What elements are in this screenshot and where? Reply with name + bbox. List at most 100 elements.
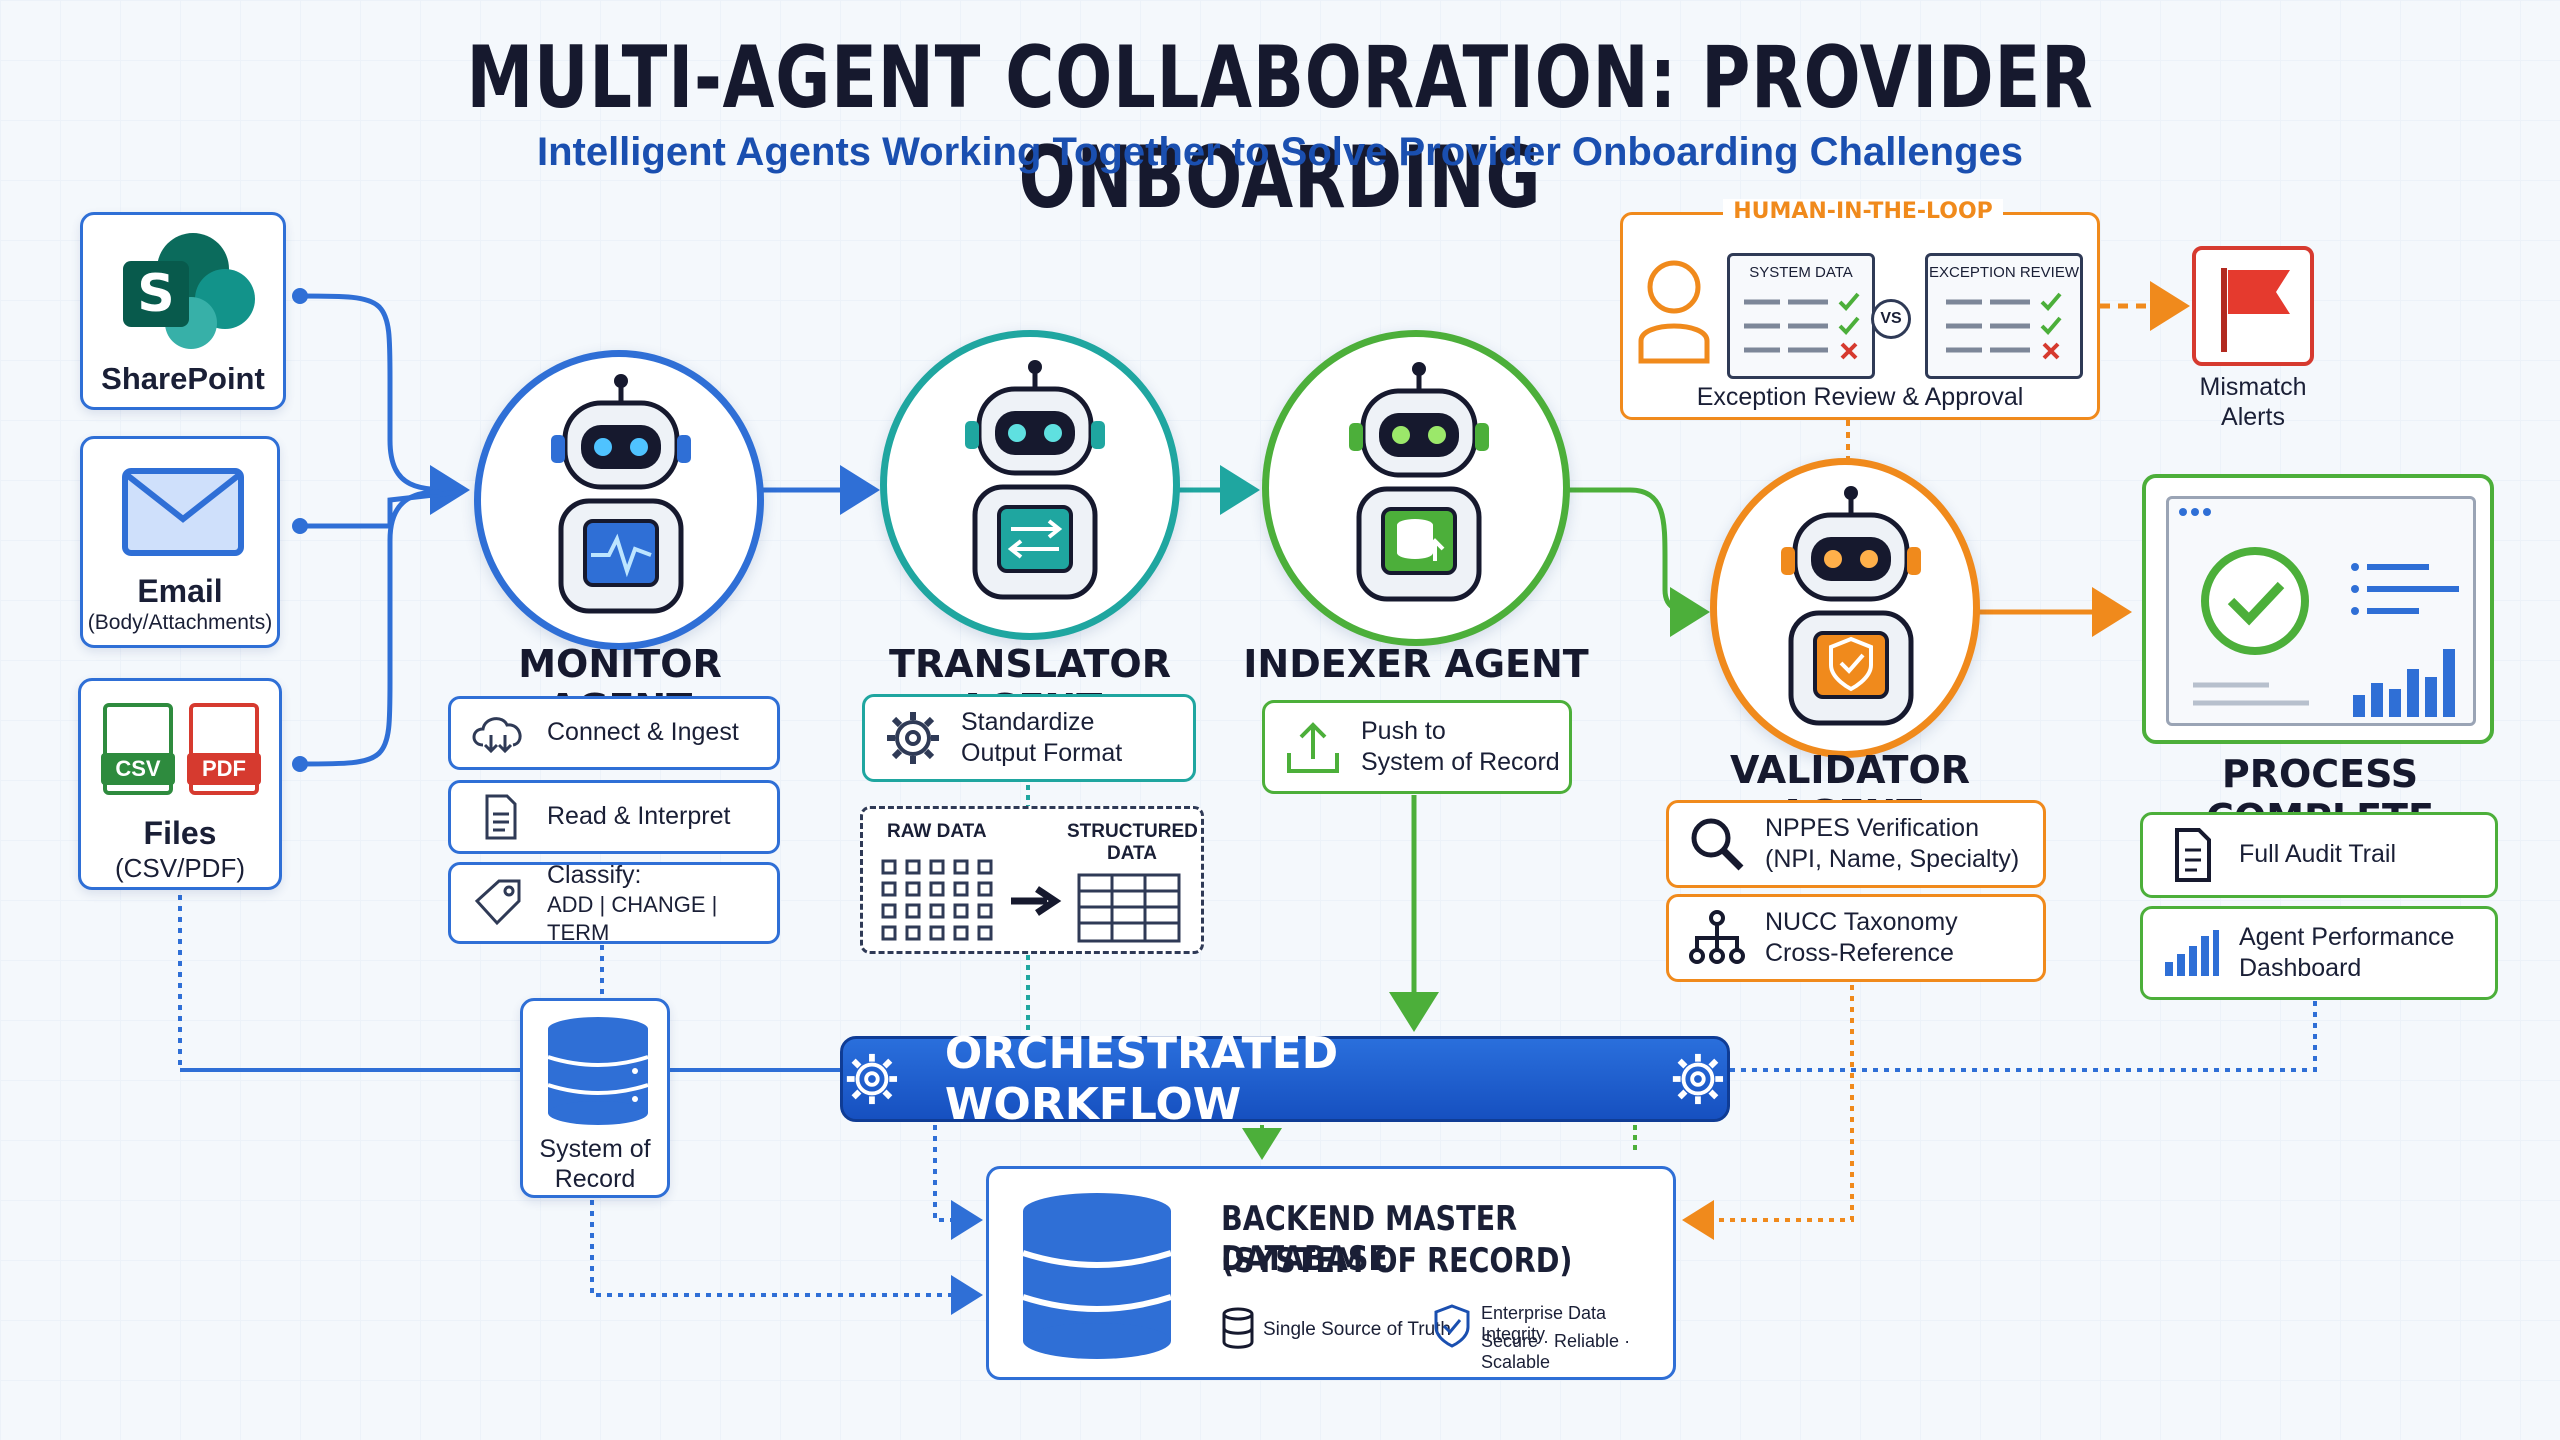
indexer-step-push: Push to System of Record xyxy=(1262,700,1572,794)
feature-integrity: Enterprise Data Integrity xyxy=(1481,1303,1607,1344)
step-sublabel: Cross-Reference xyxy=(1765,939,1954,967)
checklist-icon xyxy=(1744,292,1860,360)
mismatch-alerts-label: Mismatch Alerts xyxy=(2160,372,2346,432)
list-lines-icon xyxy=(2193,682,2309,706)
database-icon xyxy=(1022,1193,1172,1359)
document-icon xyxy=(469,794,529,840)
document-icon xyxy=(2161,828,2221,882)
step-sublabel: Dashboard xyxy=(2239,954,2362,982)
robot-indexer-icon xyxy=(1349,362,1489,602)
source-sublabel: (CSV/PDF) xyxy=(115,853,245,883)
step-sublabel: (NPI, Name, Specialty) xyxy=(1765,845,2020,873)
checklist-icon xyxy=(1946,292,2062,360)
alerts-line-2: Alerts xyxy=(2221,403,2285,431)
monitor-step-read: Read & Interpret xyxy=(448,780,780,854)
step-sublabel: Output Format xyxy=(961,739,1123,767)
sor-label-2: Record xyxy=(554,1165,636,1193)
backend-subtitle: (SYSTEM OF RECORD) xyxy=(1221,1241,1573,1281)
human-in-the-loop-panel: HUMAN-IN-THE-LOOP SYSTEM DATA VS EXCEPTI… xyxy=(1620,199,2100,420)
indexer-agent-title: INDEXER AGENT xyxy=(1243,642,1589,686)
source-files: CSV PDF Files (CSV/PDF) xyxy=(78,678,282,890)
robot-validator-icon xyxy=(1781,486,1921,726)
hierarchy-icon xyxy=(1687,908,1747,968)
svg-text:S: S xyxy=(137,264,174,324)
validator-step-nppes: NPPES Verification (NPI, Name, Specialty) xyxy=(1666,800,2046,888)
source-sublabel: (Body/Attachments) xyxy=(87,611,273,634)
database-icon xyxy=(547,1017,649,1125)
step-label: Classify: xyxy=(547,860,642,889)
gear-icon xyxy=(846,1053,898,1105)
bar-chart-icon xyxy=(2353,649,2455,717)
source-email: Email (Body/Attachments) xyxy=(80,436,280,648)
source-label: SharePoint xyxy=(101,361,265,396)
csv-file-icon: CSV xyxy=(101,703,175,795)
vs-badge: VS xyxy=(1871,299,1911,339)
step-sublabel: System of Record xyxy=(1361,748,1560,776)
validator-agent-circle xyxy=(1710,458,1980,758)
gear-icon xyxy=(1672,1053,1724,1105)
system-data-label: SYSTEM DATA xyxy=(1749,264,1853,281)
shield-check-icon xyxy=(1434,1304,1470,1348)
step-label: NPPES Verification xyxy=(1765,813,1979,842)
window-dots-icon xyxy=(2179,508,2211,516)
step-label: Full Audit Trail xyxy=(2239,840,2397,869)
exception-review-label: EXCEPTION REVIEW xyxy=(1928,264,2080,281)
system-of-record-card: System of Record xyxy=(520,998,670,1198)
orchestration-label: ORCHESTRATED WORKFLOW xyxy=(944,1028,1339,1130)
structured-table-icon xyxy=(1077,873,1181,943)
checkmark-circle-icon xyxy=(2201,547,2309,655)
raw-data-label: RAW DATA xyxy=(887,821,987,842)
tag-icon xyxy=(469,879,529,927)
structured-data-label: STRUCTURED DATA xyxy=(1067,821,1198,864)
csv-badge: CSV xyxy=(101,753,175,785)
complete-step-audit: Full Audit Trail xyxy=(2140,812,2498,898)
dashboard-card xyxy=(2142,474,2494,744)
dashboard-window xyxy=(2166,496,2476,726)
robot-translator-icon xyxy=(965,360,1105,600)
step-label: NUCC Taxonomy xyxy=(1765,907,1958,936)
step-sublabel: ADD | CHANGE | TERM xyxy=(547,892,718,945)
page-title: MULTI-AGENT COLLABORATION: PROVIDER ONBO… xyxy=(466,28,2094,228)
raw-to-structured-panel: RAW DATA STRUCTURED DATA xyxy=(860,806,1204,954)
page-subtitle: Intelligent Agents Working Together to S… xyxy=(536,130,2024,174)
step-label: Standardize xyxy=(961,707,1095,736)
hitl-header: HUMAN-IN-THE-LOOP xyxy=(1723,199,2003,224)
upload-icon xyxy=(1283,719,1343,775)
pdf-file-icon: PDF xyxy=(187,703,261,795)
monitor-step-connect: Connect & Ingest xyxy=(448,696,780,770)
gear-icon xyxy=(883,708,943,768)
step-label: Agent Performance xyxy=(2239,922,2455,951)
bar-chart-icon xyxy=(2161,928,2221,978)
envelope-icon xyxy=(122,468,244,556)
system-data-panel: SYSTEM DATA xyxy=(1727,253,1875,379)
arrow-right-icon xyxy=(1011,886,1062,916)
source-sharepoint: S SharePoint xyxy=(80,212,286,410)
person-icon xyxy=(1638,260,1710,364)
feature-single-source: Single Source of Truth xyxy=(1263,1319,1451,1340)
translator-agent-circle xyxy=(880,330,1180,640)
hitl-caption: Exception Review & Approval xyxy=(1696,383,2024,411)
bullet-list-icon xyxy=(2351,563,2459,615)
step-label: Read & Interpret xyxy=(547,802,731,831)
step-label: Connect & Ingest xyxy=(547,718,739,747)
step-label: Push to xyxy=(1361,716,1446,745)
magnifier-icon xyxy=(1687,814,1747,874)
monitor-step-classify: Classify: ADD | CHANGE | TERM xyxy=(448,860,780,945)
robot-monitor-icon xyxy=(551,374,691,614)
mismatch-alert-flag xyxy=(2192,246,2314,366)
database-small-icon xyxy=(1222,1307,1254,1349)
sor-label: System of xyxy=(539,1135,651,1163)
indexer-agent-circle xyxy=(1262,330,1570,646)
backend-database-card: BACKEND MASTER DATABASE (SYSTEM OF RECOR… xyxy=(986,1166,1676,1380)
feature-secure: Secure · Reliable · Scalable xyxy=(1481,1331,1631,1372)
backend-title: BACKEND MASTER DATABASE xyxy=(1221,1199,1518,1279)
pdf-badge: PDF xyxy=(187,753,261,785)
sharepoint-icon: S xyxy=(123,233,255,349)
flag-icon xyxy=(2221,268,2290,352)
alerts-line-1: Mismatch xyxy=(2199,373,2307,401)
source-label: Email xyxy=(137,573,223,609)
cloud-download-icon xyxy=(469,711,529,755)
